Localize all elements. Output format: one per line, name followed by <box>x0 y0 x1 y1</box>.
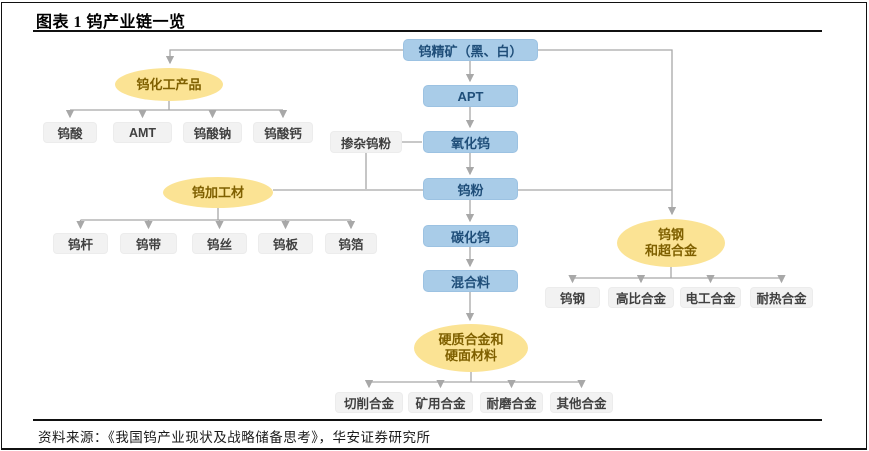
node-tungsten-carbide: 碳化钨 <box>423 225 518 247</box>
source-divider <box>33 419 822 421</box>
node-tungsten-oxide: 氧化钨 <box>423 131 518 153</box>
node-tungstic-acid: 钨酸 <box>43 122 97 143</box>
node-tungsten-wire: 钨丝 <box>192 233 247 254</box>
node-other-alloy: 其他合金 <box>550 392 613 413</box>
figure-title: 图表 1 钨产业链一览 <box>36 14 186 31</box>
source-note: 资料来源：《我国钨产业现状及战略储备思考》，华安证券研究所 <box>38 430 431 445</box>
node-cutting-alloy: 切削合金 <box>335 392 403 413</box>
node-tungsten-plate: 钨板 <box>258 233 313 254</box>
title-divider <box>33 30 822 32</box>
node-apt: APT <box>423 85 518 107</box>
cemented-carbide-branch <box>364 371 586 389</box>
node-tungsten-concentrate: 钨精矿（黑、白） <box>403 39 538 61</box>
node-high-density-alloy: 高比合金 <box>608 287 674 308</box>
node-tungsten-steel: 钨钢 <box>545 287 600 308</box>
node-heat-resistant-alloy: 耐热合金 <box>750 287 813 308</box>
node-calcium-tungstate: 钨酸钙 <box>253 122 313 143</box>
node-electrical-alloy: 电工合金 <box>680 287 741 308</box>
node-doped-tungsten-powder: 掺杂钨粉 <box>330 131 402 153</box>
node-mining-alloy: 矿用合金 <box>408 392 473 413</box>
node-mixture: 混合料 <box>423 270 518 292</box>
node-tungsten-strip: 钨带 <box>120 233 177 254</box>
main-chain-arrows <box>165 49 677 322</box>
node-cemented-carbide-hardfacing: 硬质合金和 硬面材料 <box>414 324 528 372</box>
node-tungsten-foil: 钨箔 <box>325 233 377 254</box>
node-tungsten-powder: 钨粉 <box>423 178 518 200</box>
node-processed-materials: 钨加工材 <box>163 177 273 208</box>
node-sodium-tungstate: 钨酸钠 <box>183 122 242 143</box>
node-tungsten-rod: 钨杆 <box>53 233 108 254</box>
node-chemical-products: 钨化工产品 <box>115 68 223 101</box>
processed-materials-branch <box>76 207 356 230</box>
node-wear-resistant-alloy: 耐磨合金 <box>480 392 543 413</box>
node-steel-and-superalloy: 钨钢 和超合金 <box>617 219 725 267</box>
chem-products-branch <box>65 100 288 119</box>
node-amt: AMT <box>113 122 172 143</box>
steel-superalloy-branch <box>568 266 786 284</box>
